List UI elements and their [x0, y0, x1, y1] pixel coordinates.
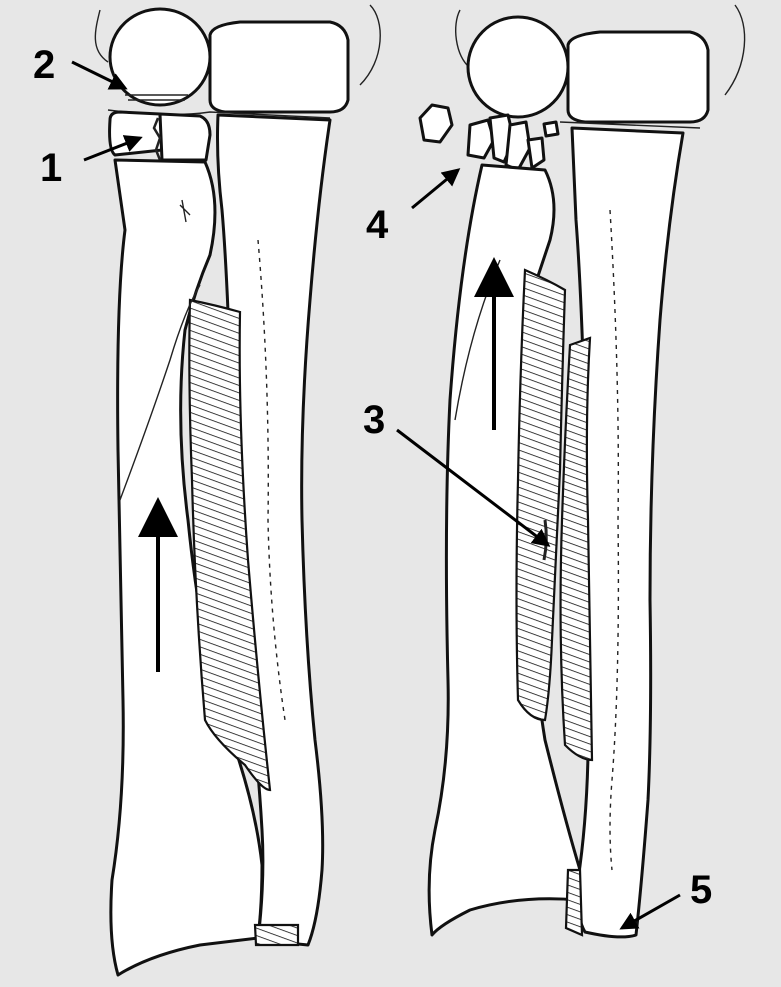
left-round-head-bone: [110, 9, 210, 105]
left-upper-right-outline: [360, 5, 380, 85]
label-4: 4: [366, 205, 388, 245]
left-epiphysis-medial: [110, 112, 162, 155]
fragment-6: [544, 122, 558, 136]
pointer-4: [412, 170, 458, 208]
left-upper-bone-outline: [95, 10, 108, 62]
right-hatched-membrane-b: [561, 338, 592, 760]
left-block-bone: [210, 22, 348, 112]
label-1: 1: [40, 148, 62, 188]
right-hatched-membrane-a: [517, 270, 566, 720]
label-5: 5: [690, 870, 712, 910]
label-2: 2: [33, 45, 55, 85]
left-epiphysis-lateral: [160, 114, 210, 160]
right-round-head-bone: [468, 17, 568, 117]
left-leg-drawing: [95, 5, 380, 975]
fragment-4: [506, 122, 530, 170]
left-distal-hatch: [255, 925, 298, 945]
right-leg-drawing: [420, 5, 745, 937]
fragment-5: [528, 138, 544, 168]
right-wide-shaft: [429, 165, 580, 935]
right-upper-right-outline: [725, 5, 745, 95]
fragment-1: [420, 105, 452, 142]
right-block-bone: [568, 32, 708, 122]
right-distal-hatch: [566, 870, 582, 935]
label-3: 3: [363, 400, 385, 440]
